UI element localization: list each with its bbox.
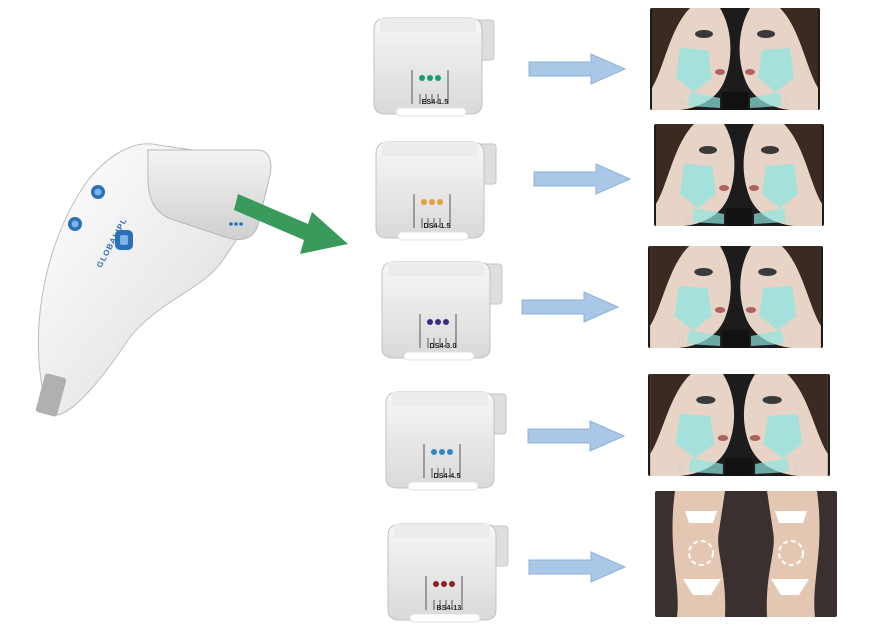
panel-letter-left: R	[680, 97, 687, 107]
cartridge-label: DS4-4.5	[433, 473, 461, 480]
row-arrow-3	[520, 290, 620, 324]
cartridge-label: BS4-13	[436, 605, 462, 612]
panel-letter-left: R	[678, 335, 685, 345]
main-arrow	[234, 194, 348, 254]
cartridge-2: DS4-1.5	[372, 136, 502, 246]
handpiece-image	[35, 143, 272, 417]
cartridge-5: BS4-13	[384, 518, 514, 628]
panel-letter-left: R	[678, 463, 685, 473]
panel-letter-right: L	[788, 213, 794, 223]
row-arrow-5	[527, 550, 627, 584]
cartridge-3: DS4-3.0	[378, 256, 508, 366]
body-treatment-image	[655, 491, 837, 617]
row-arrow-4	[526, 419, 626, 453]
row-arrow-2	[532, 162, 632, 196]
cartridge-label: DS4-3.0	[429, 343, 457, 350]
panel-letter-right: L	[787, 335, 793, 345]
cartridge-label: ES4-1.5	[421, 99, 449, 106]
cartridge-4: DS4-4.5	[382, 386, 512, 496]
cartridge-label: DS4-1.5	[423, 223, 451, 230]
panel-letter-left: R	[684, 213, 691, 223]
row-arrow-1	[527, 52, 627, 86]
panel-letter-right: L	[794, 463, 800, 473]
panel-letter-right: L	[784, 97, 790, 107]
cartridge-1: ES4-1.5	[370, 12, 500, 122]
